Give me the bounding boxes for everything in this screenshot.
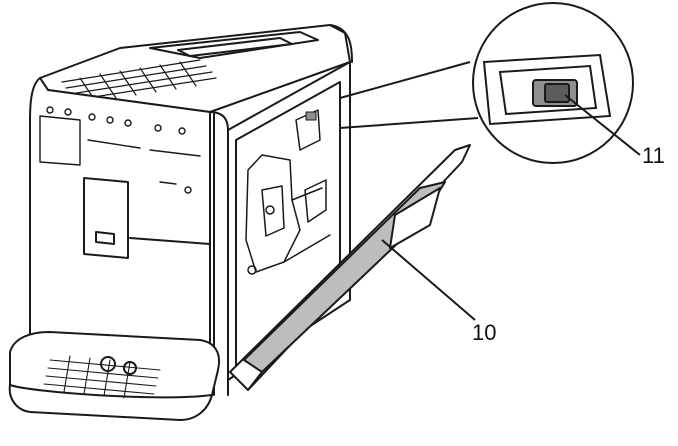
leader-line-10 [381,239,476,321]
leader-line-11 [564,94,641,156]
button-housing [482,53,612,126]
release-button-highlight [544,83,570,103]
button-housing-inner [498,64,598,116]
magnifier-inset [339,2,634,164]
callout-11: 11 [564,94,665,168]
outlet-rail [129,237,211,245]
top-vent-grid [61,59,217,103]
release-button-small [305,111,317,121]
outlet-window [95,231,115,245]
callout-label-10: 10 [472,320,496,345]
drip-tray [8,331,220,421]
side-door-hinge [389,187,441,249]
cup-rest-circle-2 [123,361,137,375]
side-door [229,144,471,391]
cup-rest-circle [100,356,116,372]
drip-tray-grid [43,355,161,399]
side-door-edge [247,371,263,391]
magnifier-line-bottom [339,117,479,129]
coffee-outlet [83,177,129,259]
top-edge-curve [329,24,353,63]
control-panel [39,106,201,194]
callout-label-11: 11 [642,143,665,168]
magnifier-line-top [339,61,471,99]
lid-inner-panel [149,31,319,59]
lid-slot [177,37,293,57]
callout-10: 10 [381,239,496,345]
machine-body [8,24,353,421]
drip-tray-lip [9,384,213,399]
